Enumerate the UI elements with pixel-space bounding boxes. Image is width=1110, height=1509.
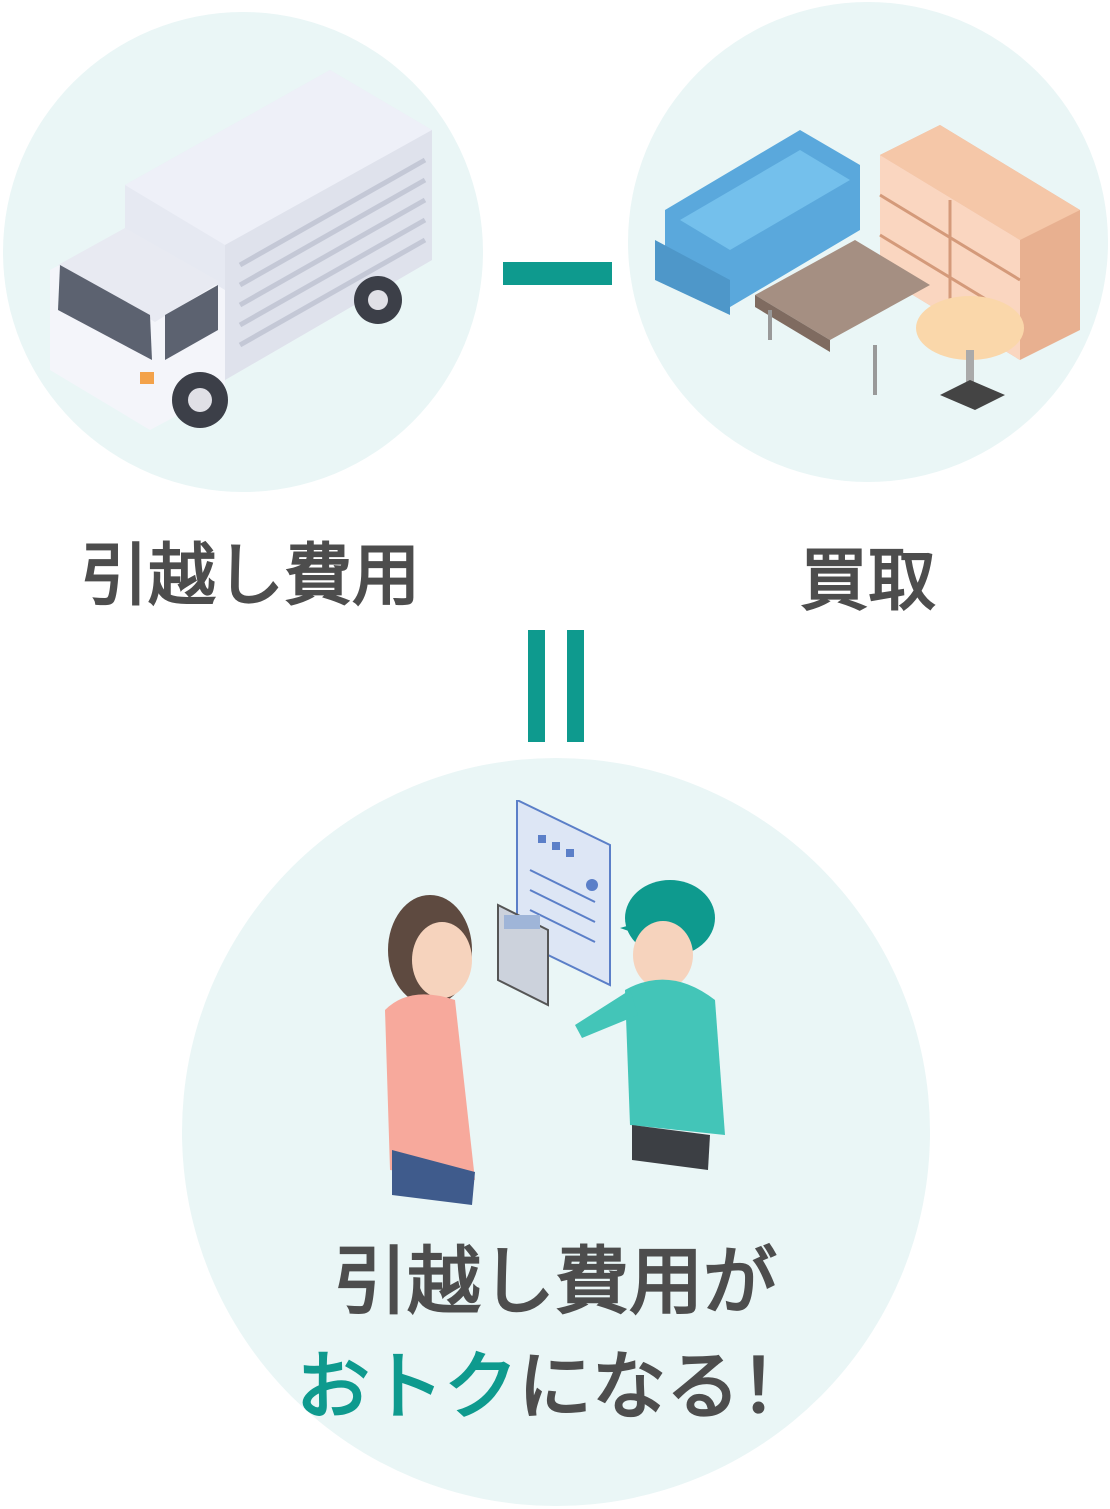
truck-icon (50, 70, 432, 430)
result-line-2: おトクになる！ (200, 1327, 910, 1434)
equals-sign-bar-right (567, 630, 584, 742)
buyback-label: 買取 (799, 542, 936, 621)
result-highlight: おトク (296, 1344, 518, 1430)
furniture-icon (655, 125, 1080, 410)
consultation-icon (385, 800, 725, 1205)
moving-cost-label: 引越し費用 (79, 537, 420, 616)
equals-sign-bar-left (528, 630, 545, 742)
result-rest: になる！ (518, 1344, 814, 1430)
minus-sign (503, 262, 612, 285)
result-line-1: 引越し費用が (333, 1239, 777, 1325)
